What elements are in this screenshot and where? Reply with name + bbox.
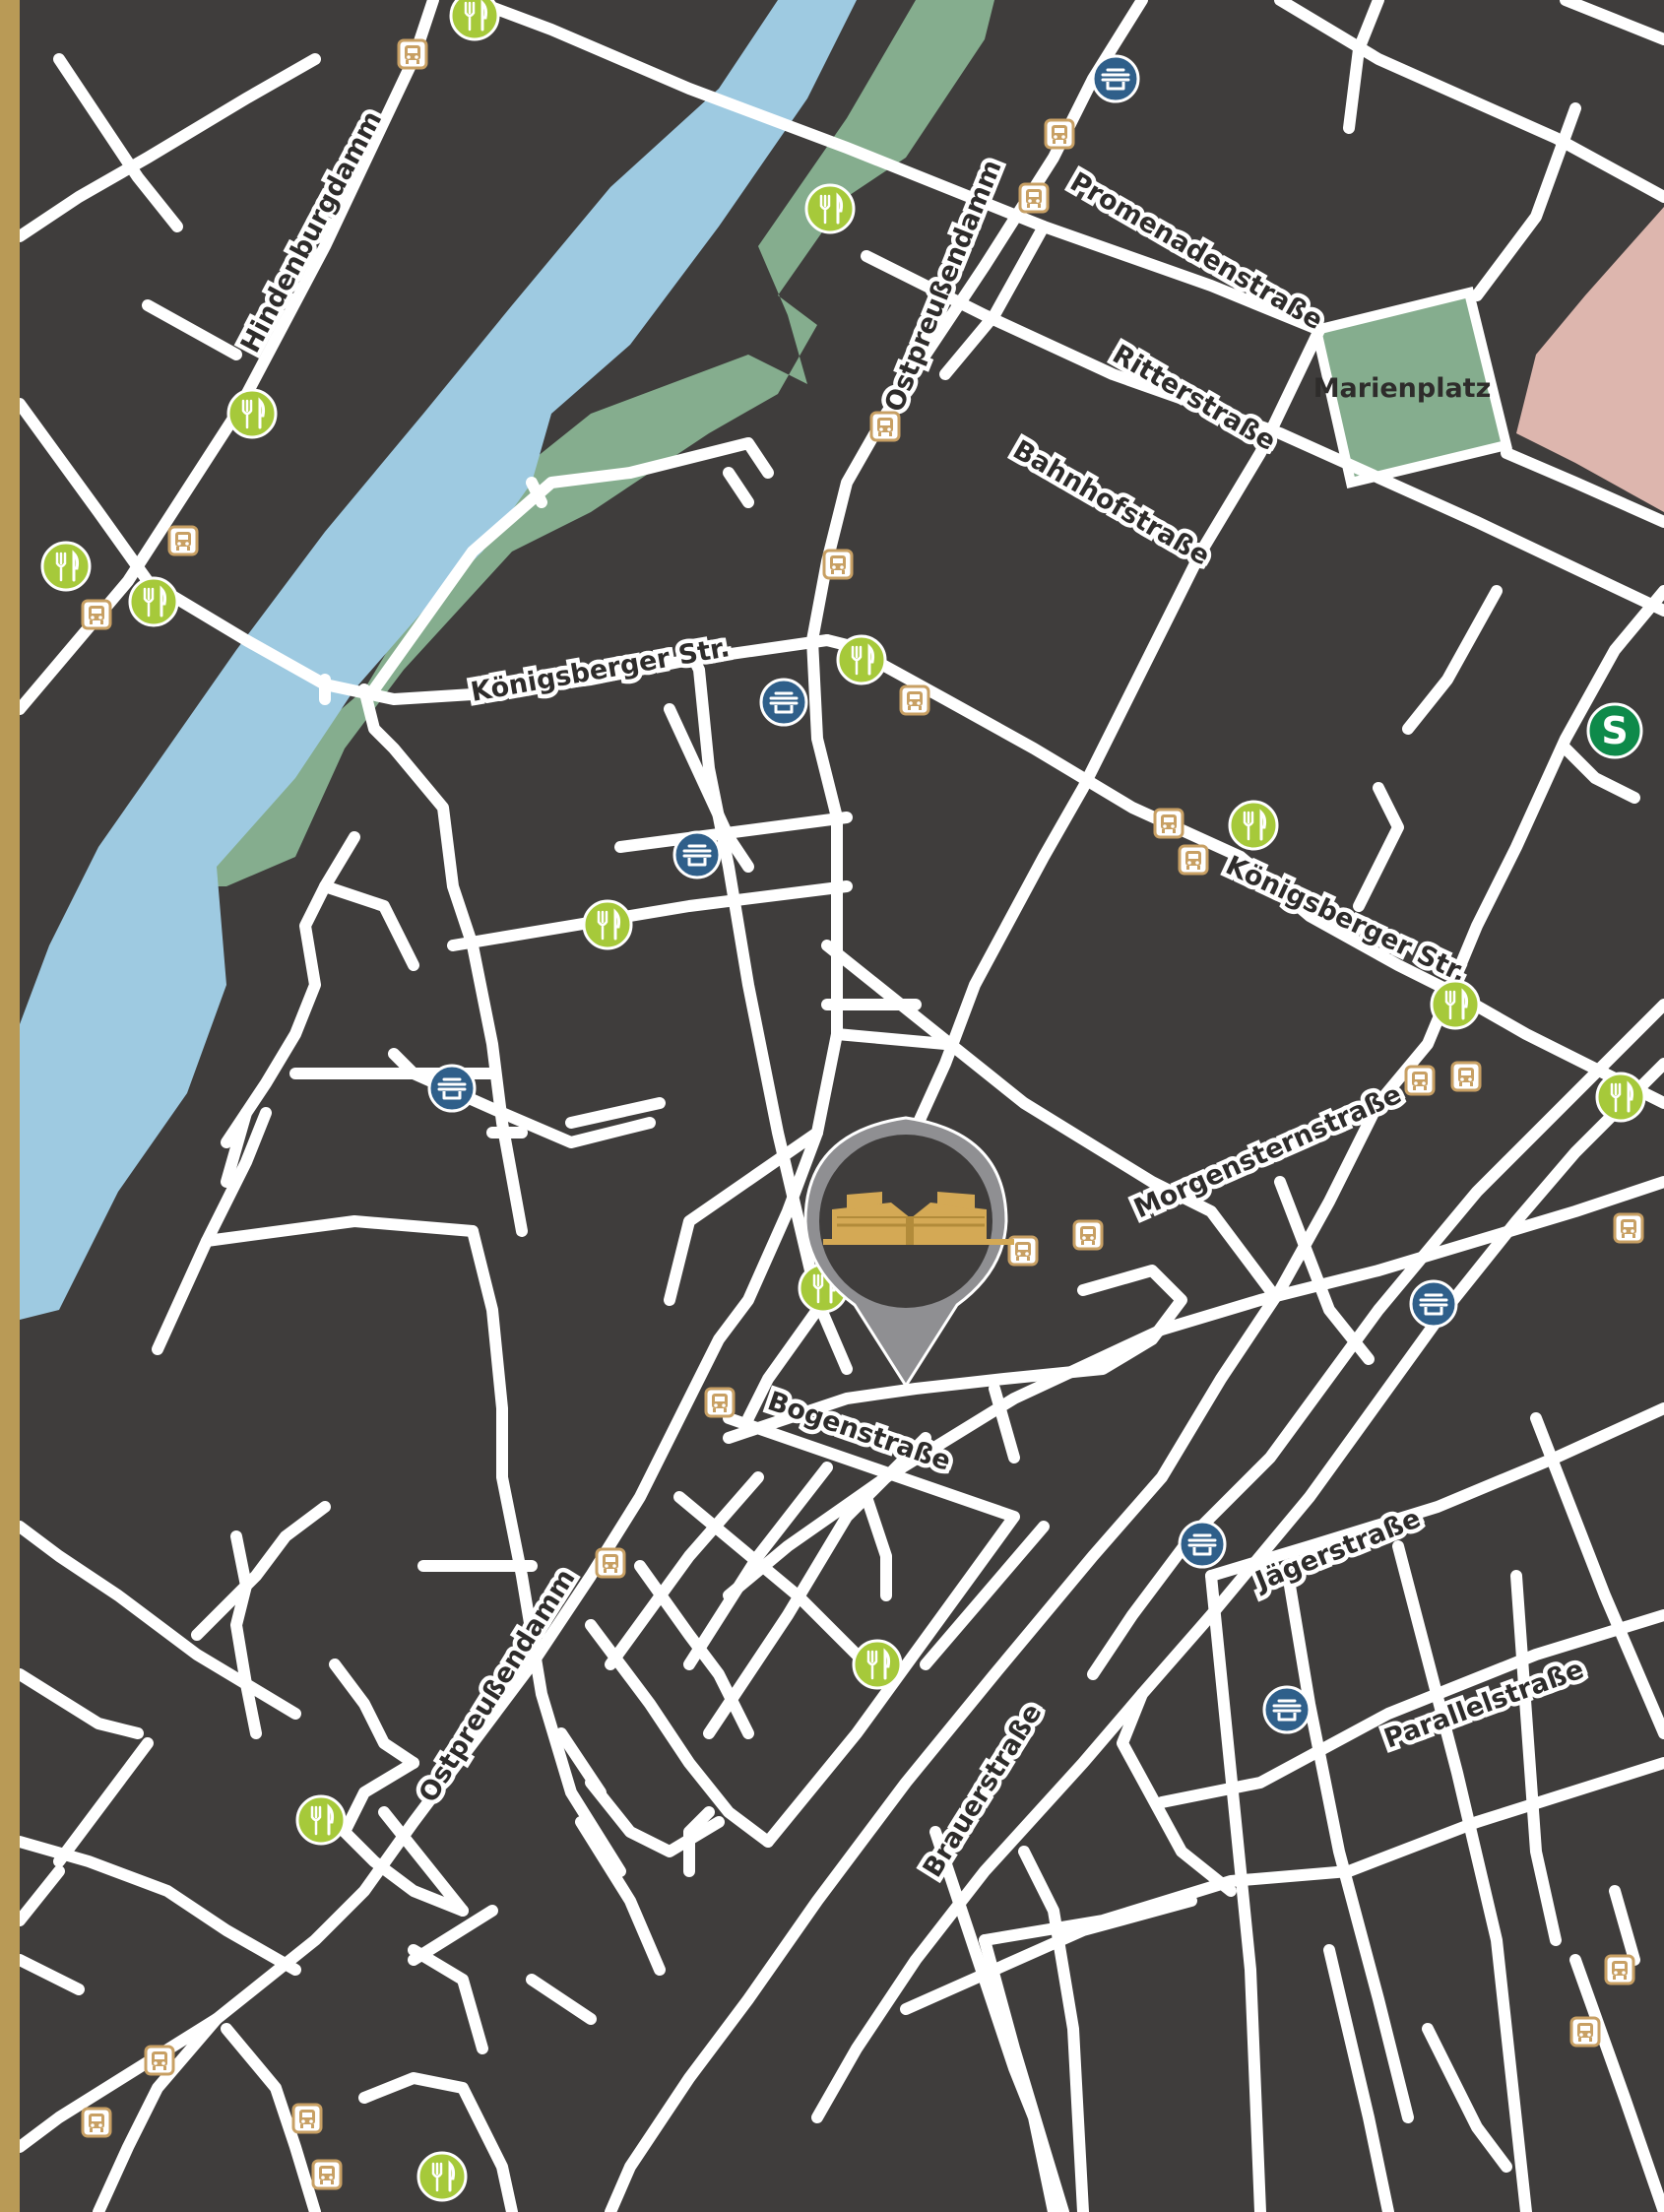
bus-icon[interactable] xyxy=(1072,1219,1104,1251)
marienplatz-area xyxy=(1311,286,1513,489)
building-icon xyxy=(823,1192,1014,1245)
parking-garage-icon[interactable] xyxy=(672,830,722,879)
fork-knife-icon[interactable] xyxy=(416,2151,468,2202)
river xyxy=(20,0,857,1320)
parking-garage-icon[interactable] xyxy=(1262,1685,1312,1734)
fork-knife-icon[interactable] xyxy=(804,183,856,234)
bus-icon[interactable] xyxy=(397,38,428,70)
parking-garage-icon[interactable] xyxy=(427,1064,477,1113)
left-border xyxy=(0,0,20,2212)
fork-knife-icon[interactable] xyxy=(1228,800,1279,851)
bus-icon[interactable] xyxy=(1153,808,1184,839)
bus-icon[interactable] xyxy=(1044,118,1075,150)
fork-knife-icon[interactable] xyxy=(582,899,633,950)
bus-icon[interactable] xyxy=(311,2159,343,2190)
bus-icon[interactable] xyxy=(1613,1212,1644,1244)
bus-icon[interactable] xyxy=(1018,182,1050,214)
bus-icon[interactable] xyxy=(167,525,199,556)
fork-knife-icon[interactable] xyxy=(226,388,278,439)
s-bahn-letter: S xyxy=(1601,709,1628,752)
bus-icon[interactable] xyxy=(595,1547,626,1579)
parking-garage-icon[interactable] xyxy=(759,678,808,727)
bus-icon[interactable] xyxy=(704,1387,736,1418)
bus-icon[interactable] xyxy=(1178,844,1209,876)
park-area xyxy=(202,0,994,886)
bus-icon[interactable] xyxy=(1404,1065,1436,1096)
fork-knife-icon[interactable] xyxy=(40,541,92,592)
fork-knife-icon[interactable] xyxy=(1595,1072,1646,1123)
fork-knife-icon[interactable] xyxy=(852,1639,903,1690)
road-network xyxy=(14,0,1664,2212)
fork-knife-icon[interactable] xyxy=(836,634,887,685)
parking-garage-icon[interactable] xyxy=(1409,1279,1458,1329)
bus-icon[interactable] xyxy=(81,2107,112,2138)
bus-icon[interactable] xyxy=(899,684,930,716)
bus-icon[interactable] xyxy=(291,2103,323,2134)
fork-knife-icon[interactable] xyxy=(295,1794,347,1846)
location-pin-icon[interactable] xyxy=(803,1116,1014,1389)
fork-knife-icon[interactable] xyxy=(1430,979,1481,1030)
fork-knife-icon[interactable] xyxy=(128,576,179,627)
marienplatz-label: Marienplatz xyxy=(1313,373,1492,404)
special-area xyxy=(1516,207,1664,512)
bus-icon[interactable] xyxy=(81,599,112,630)
parking-garage-icon[interactable] xyxy=(1178,1520,1227,1569)
bus-icon[interactable] xyxy=(1569,2016,1601,2048)
fork-knife-icon[interactable] xyxy=(449,0,500,41)
bus-icon[interactable] xyxy=(822,549,854,580)
parking-garage-icon[interactable] xyxy=(1091,54,1140,103)
s-bahn-icon[interactable]: S xyxy=(1586,702,1643,759)
bus-icon[interactable] xyxy=(1604,1954,1635,1985)
bus-icon[interactable] xyxy=(1450,1061,1482,1092)
bus-icon[interactable] xyxy=(144,2045,175,2076)
bus-icon[interactable] xyxy=(869,411,901,442)
